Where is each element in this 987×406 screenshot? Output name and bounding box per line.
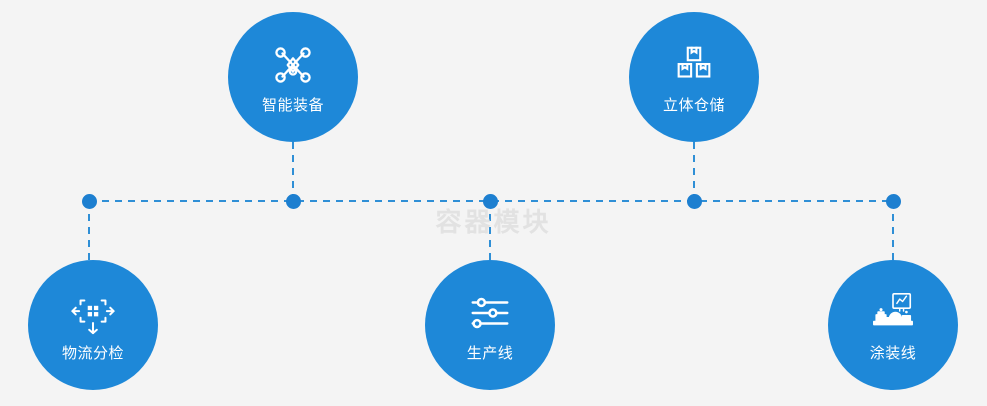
module-bubble-shengchan-xian[interactable]: 生产线 <box>425 260 555 390</box>
spine-node-5[interactable] <box>885 193 901 209</box>
module-bubble-tuzhuang-xian[interactable]: 涂装线 <box>828 260 958 390</box>
factory-monitor-icon <box>870 290 916 336</box>
stacked-boxes-icon <box>671 42 717 88</box>
module-bubble-zhineng-zhuangbei[interactable]: 智能装备 <box>228 12 358 142</box>
module-label: 立体仓储 <box>662 95 725 114</box>
module-label: 物流分检 <box>61 343 124 362</box>
spine-node-2[interactable] <box>285 193 301 209</box>
network-nodes-icon <box>270 42 316 88</box>
module-label: 智能装备 <box>261 95 324 114</box>
module-bubble-liti-cangchu[interactable]: 立体仓储 <box>629 12 759 142</box>
sliders-icon <box>467 290 513 336</box>
module-label: 涂装线 <box>869 343 917 362</box>
spine-node-1[interactable] <box>81 193 97 209</box>
sorting-scan-icon <box>70 290 116 336</box>
spine-node-3[interactable] <box>482 193 498 209</box>
module-bubble-wuliu-fenjian[interactable]: 物流分检 <box>28 260 158 390</box>
spine-node-4[interactable] <box>686 193 702 209</box>
module-label: 生产线 <box>466 343 514 362</box>
